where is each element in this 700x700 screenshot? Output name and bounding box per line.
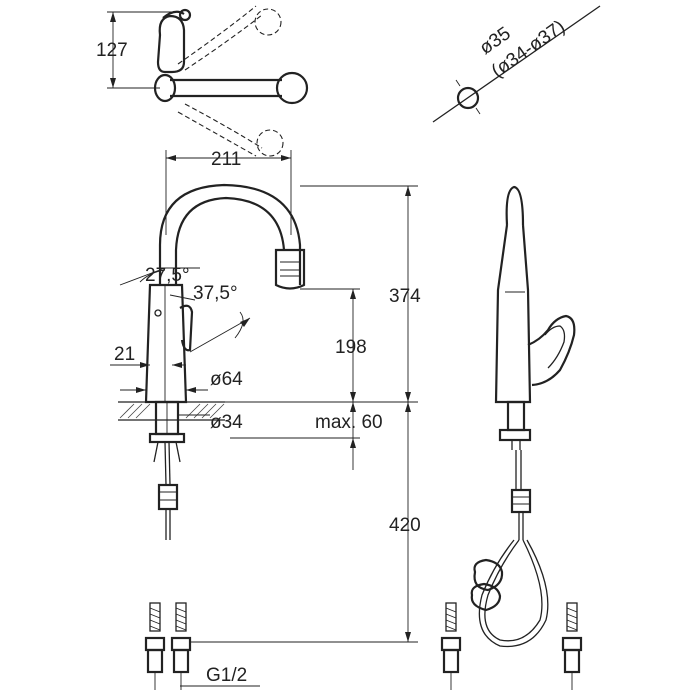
dim-max-deck: max. 60 [315,412,383,433]
dim-angle-spout: 27,5° [145,265,190,286]
top-view: 127 [96,5,309,157]
dim-total-height: 374 [389,286,421,307]
dim-swivel-depth: 127 [96,40,128,61]
countertop-hatch [119,403,225,419]
hole-diameter-callout: ø35 (ø34-ø37) [432,5,601,123]
dim-base-diameter: ø64 [210,369,243,390]
supply-hoses [144,602,192,690]
dim-thread: G1/2 [206,665,247,686]
dim-angle-lever: 37,5° [193,283,238,304]
dim-hose-length: 420 [389,515,421,536]
dim-lever-offset: 21 [114,344,135,365]
dim-spout-reach: 211 [211,149,241,170]
side-view [440,185,583,690]
dim-shank-diameter: ø34 [210,412,243,433]
dim-spout-height: 198 [335,337,367,358]
front-view: 211 27,5° 37,5° 21 ø64 [110,149,421,690]
